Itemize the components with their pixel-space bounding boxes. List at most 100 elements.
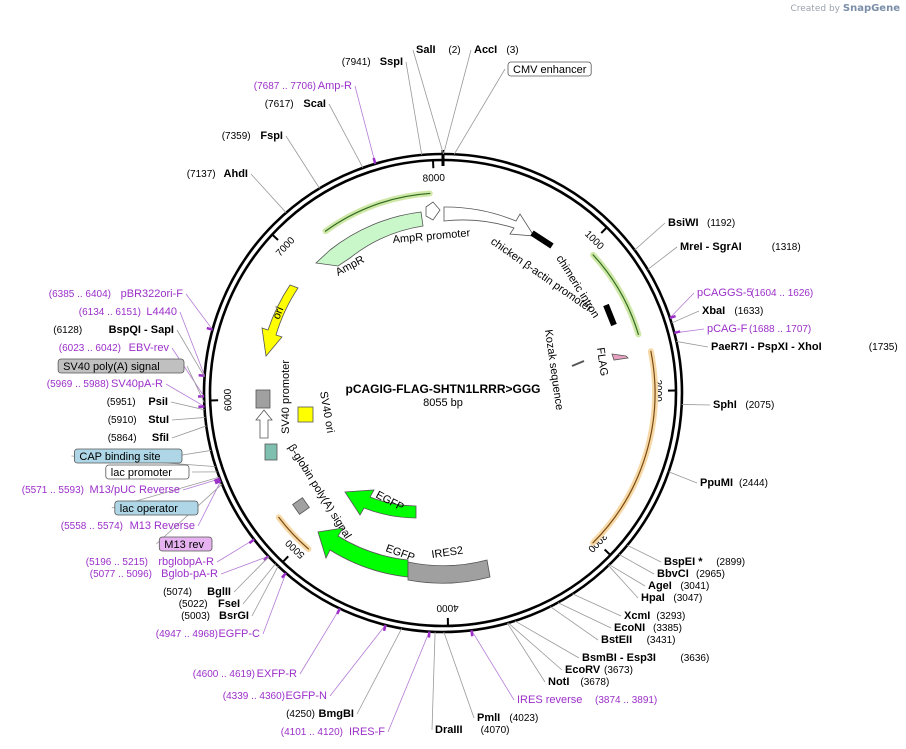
feature-sv40-ori[interactable]: SV40 ori — [297, 390, 336, 434]
site-label[interactable]: SalI (2) — [416, 44, 461, 56]
label-position: (6023 .. 6042) — [59, 343, 121, 354]
feature-sv40-promoter[interactable]: SV40 promoter — [255, 360, 292, 439]
feature-flag[interactable]: FLAG — [594, 347, 629, 377]
site-label[interactable]: BspEI *(2899) — [664, 556, 745, 568]
callout-name: M13 rev — [164, 539, 204, 551]
primer-label[interactable]: EGFP-C(4947 .. 4968) — [156, 628, 260, 640]
label-position: (3874 .. 3891) — [595, 695, 657, 706]
primer-label[interactable]: EGFP-N(4339 .. 4360) — [223, 690, 327, 702]
site-label[interactable]: XcmI(3293) — [624, 610, 685, 622]
primer-label[interactable]: pCAGGS-5(1604 .. 1626) — [697, 287, 813, 299]
feature-callout[interactable]: CAP binding site — [74, 448, 183, 464]
label-name: pBR322ori-F — [121, 288, 184, 300]
site-label[interactable]: HpaI(3047) — [641, 592, 702, 604]
leader-line — [557, 602, 612, 629]
leader-line — [242, 563, 276, 605]
feature-callout[interactable]: CMV enhancer — [507, 61, 592, 77]
callout-name: lac operator — [120, 503, 178, 515]
site-label[interactable]: EcoNI(3385) — [614, 622, 682, 634]
site-label[interactable]: PpuMI(2444) — [700, 477, 768, 489]
label-position: (3678) — [580, 677, 609, 688]
label-position: (5969 .. 5988) — [47, 379, 109, 390]
site-label[interactable]: ScaI(7617) — [265, 98, 326, 110]
site-label[interactable]: SphI(2075) — [713, 399, 774, 411]
primer-label[interactable]: rbglobpA-R(5196 .. 5215) — [86, 556, 214, 568]
feature-callout[interactable]: lac operator — [114, 500, 199, 516]
primer-label[interactable]: pBR322ori-F(6385 .. 6404) — [49, 288, 184, 300]
primer-label[interactable]: M13/pUC Reverse(5571 .. 5593) — [22, 484, 180, 496]
primer-label[interactable]: Bglob-pA-R(5077 .. 5096) — [90, 568, 218, 580]
feature-ori[interactable]: ori — [261, 284, 299, 357]
label-name: SalI — [416, 44, 436, 56]
feature-egfp-1[interactable]: EGFP — [344, 489, 417, 519]
label-name: IRES-F — [349, 726, 385, 738]
leader-line — [608, 565, 639, 599]
feature-kozak[interactable]: Kozak sequence — [542, 329, 585, 411]
plasmid-name: pCAGIG-FLAG-SHTN1LRRR>GGG — [346, 382, 541, 396]
site-label[interactable]: SspI(7941) — [342, 56, 403, 68]
primer-label[interactable]: EBV-rev(6023 .. 6042) — [59, 342, 170, 354]
callout-box — [158, 536, 213, 552]
primer-label[interactable]: Amp-R(7687 .. 7706) — [254, 80, 352, 92]
site-label[interactable]: DraIII(4070) — [435, 724, 510, 736]
primer-label[interactable]: L4440(6134 .. 6151) — [79, 306, 177, 318]
primer-label[interactable]: pCAG-F(1688 .. 1707) — [707, 323, 811, 335]
site-label[interactable]: BmgBI(4250) — [286, 708, 354, 720]
feature-globin-polya[interactable]: β-globin poly(A) signal — [264, 442, 353, 541]
feature-chicken-actin-promoter[interactable]: chicken β-actin promoter — [443, 206, 594, 315]
site-label[interactable]: FspI(7359) — [222, 130, 283, 142]
label-name: IRES reverse — [517, 694, 582, 706]
feature-ampr[interactable]: AmpR — [315, 211, 424, 279]
label-name: M13/pUC Reverse — [90, 484, 180, 496]
site-label[interactable]: BsrGI(5003) — [181, 610, 249, 622]
primer-label[interactable]: EXFP-R(4600 .. 4619) — [193, 668, 297, 680]
label-position: (3636) — [680, 653, 709, 664]
primer-mark — [336, 608, 341, 615]
site-label[interactable]: EcoRV(3673) — [565, 664, 633, 676]
feature-callout[interactable]: M13 rev — [158, 536, 213, 552]
primer-mark — [206, 326, 213, 331]
label-name: PaeR7I - PspXI - XhoI — [711, 341, 822, 353]
leader-line — [412, 49, 444, 155]
primer-label[interactable]: M13 Reverse(5558 .. 5574) — [61, 520, 195, 532]
site-label[interactable]: AgeI(3041) — [648, 580, 709, 592]
label-name: BspEI * — [664, 556, 703, 568]
label-position: (2) — [448, 45, 460, 56]
site-label[interactable]: AhdI(7137) — [187, 168, 248, 180]
site-label[interactable]: AccI(3) — [474, 44, 519, 56]
site-label[interactable]: BsmBI - Esp3I(3636) — [582, 652, 709, 664]
site-label[interactable]: PmlI(4023) — [477, 712, 538, 724]
primer-label[interactable]: IRES reverse (3874 .. 3891) — [517, 694, 657, 706]
feature-callout[interactable]: lac promoter — [105, 464, 190, 480]
label-position: (1604 .. 1626) — [751, 288, 813, 299]
site-label[interactable]: BspQI - SapI(6128) — [53, 324, 174, 336]
site-label[interactable]: BstEII(3431) — [601, 634, 676, 646]
site-label[interactable]: PaeR7I - PspXI - XhoI(1735) — [711, 341, 898, 353]
label-name: SspI — [380, 56, 403, 68]
feature-callout[interactable]: SV40 poly(A) signal — [57, 358, 185, 374]
snapgene-brand: SnapGene — [842, 3, 900, 14]
feature-ires2[interactable]: IRES2 — [407, 545, 491, 584]
leader-line — [356, 628, 403, 715]
site-label[interactable]: FseI(5022) — [179, 598, 240, 610]
primer-label[interactable]: SV40pA-R(5969 .. 5988) — [47, 378, 163, 390]
site-label[interactable]: PsiI(5951) — [107, 396, 168, 408]
leader-line — [471, 630, 515, 701]
label-name: BspQI - SapI — [109, 324, 174, 336]
tick-mark — [271, 233, 279, 241]
site-label[interactable]: SfiI(5864) — [108, 432, 169, 444]
site-label[interactable]: StuI(5910) — [108, 414, 169, 426]
site-label[interactable]: BglII(5074) — [163, 586, 231, 598]
site-label[interactable]: NotI(3678) — [548, 676, 609, 688]
label-name: EGFP-C — [218, 628, 260, 640]
primer-label[interactable]: IRES-F(4101 .. 4120) — [281, 726, 386, 738]
site-label[interactable]: BsiWI(1192) — [668, 217, 735, 229]
leader-line — [572, 593, 622, 617]
site-label[interactable]: XbaI(1633) — [702, 305, 763, 317]
feature-egfp-2[interactable]: EGFP — [317, 527, 416, 578]
primer-mark — [470, 630, 474, 637]
leader-line — [681, 404, 711, 406]
site-label[interactable]: MreI - SgrAI(1318) — [680, 241, 801, 253]
leader-line — [197, 480, 222, 527]
site-label[interactable]: BbvCI(2965) — [657, 568, 725, 580]
